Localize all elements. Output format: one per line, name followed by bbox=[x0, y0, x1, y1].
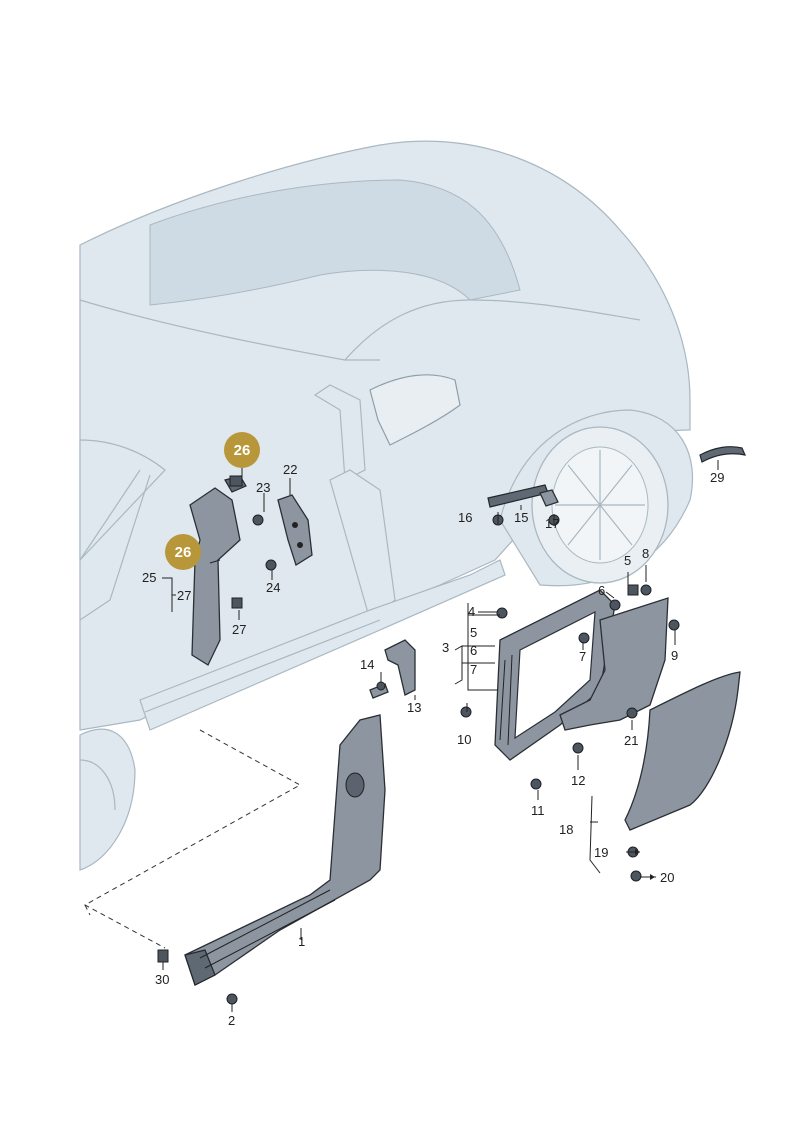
badge-26-top-text: 26 bbox=[234, 442, 251, 459]
callout-19: 19 bbox=[594, 845, 608, 860]
callout-12: 12 bbox=[571, 773, 585, 788]
callout-25: 25 bbox=[142, 570, 156, 585]
callout-7-left: 7 bbox=[470, 662, 477, 677]
part-18-cover bbox=[624, 671, 741, 831]
callout-5-left: 5 bbox=[470, 625, 477, 640]
callout-13: 13 bbox=[407, 700, 421, 715]
dashed-reference-lines bbox=[83, 729, 302, 949]
part-9-trim-panel bbox=[559, 597, 669, 731]
callout-1: 1 bbox=[298, 934, 305, 949]
callout-7-right: 7 bbox=[579, 649, 586, 664]
callout-30: 30 bbox=[155, 972, 169, 987]
callout-27-left: 27 bbox=[177, 588, 191, 603]
callout-29: 29 bbox=[710, 470, 724, 485]
callout-5-right: 5 bbox=[624, 553, 631, 568]
callout-20: 20 bbox=[660, 870, 674, 885]
callout-10: 10 bbox=[457, 732, 471, 747]
callout-6-left: 6 bbox=[470, 643, 477, 658]
callout-16: 16 bbox=[458, 510, 472, 525]
part-29-molding bbox=[699, 446, 747, 463]
callout-15: 15 bbox=[514, 510, 528, 525]
callout-8: 8 bbox=[642, 546, 649, 561]
callout-6-right: 6 bbox=[598, 583, 605, 598]
part-1-sill-trim bbox=[184, 714, 386, 986]
callout-labels: 1 2 3 4 5 5 6 6 7 7 8 9 10 11 12 13 14 1… bbox=[142, 462, 724, 1028]
part-13-bracket bbox=[369, 639, 416, 699]
callout-3: 3 bbox=[442, 640, 449, 655]
part-15-strip bbox=[487, 484, 559, 508]
badge-26-bottom-text: 26 bbox=[175, 544, 192, 561]
callout-24: 24 bbox=[266, 580, 280, 595]
callout-9: 9 bbox=[671, 648, 678, 663]
badge-26-top: 26 bbox=[224, 432, 260, 468]
callout-23: 23 bbox=[256, 480, 270, 495]
callout-27-right: 27 bbox=[232, 622, 246, 637]
callout-4: 4 bbox=[468, 604, 475, 619]
callout-2: 2 bbox=[228, 1013, 235, 1028]
part-3-frame bbox=[494, 589, 616, 761]
callout-18: 18 bbox=[559, 822, 573, 837]
callout-14: 14 bbox=[360, 657, 374, 672]
callout-21: 21 bbox=[624, 733, 638, 748]
part-22-bracket bbox=[277, 494, 313, 566]
callout-11: 11 bbox=[531, 803, 545, 818]
callout-17: 17 bbox=[545, 516, 559, 531]
pointer-arrows bbox=[635, 849, 655, 880]
car-body-outline bbox=[79, 140, 694, 871]
callout-22: 22 bbox=[283, 462, 297, 477]
badge-26-bottom: 26 bbox=[165, 534, 201, 570]
